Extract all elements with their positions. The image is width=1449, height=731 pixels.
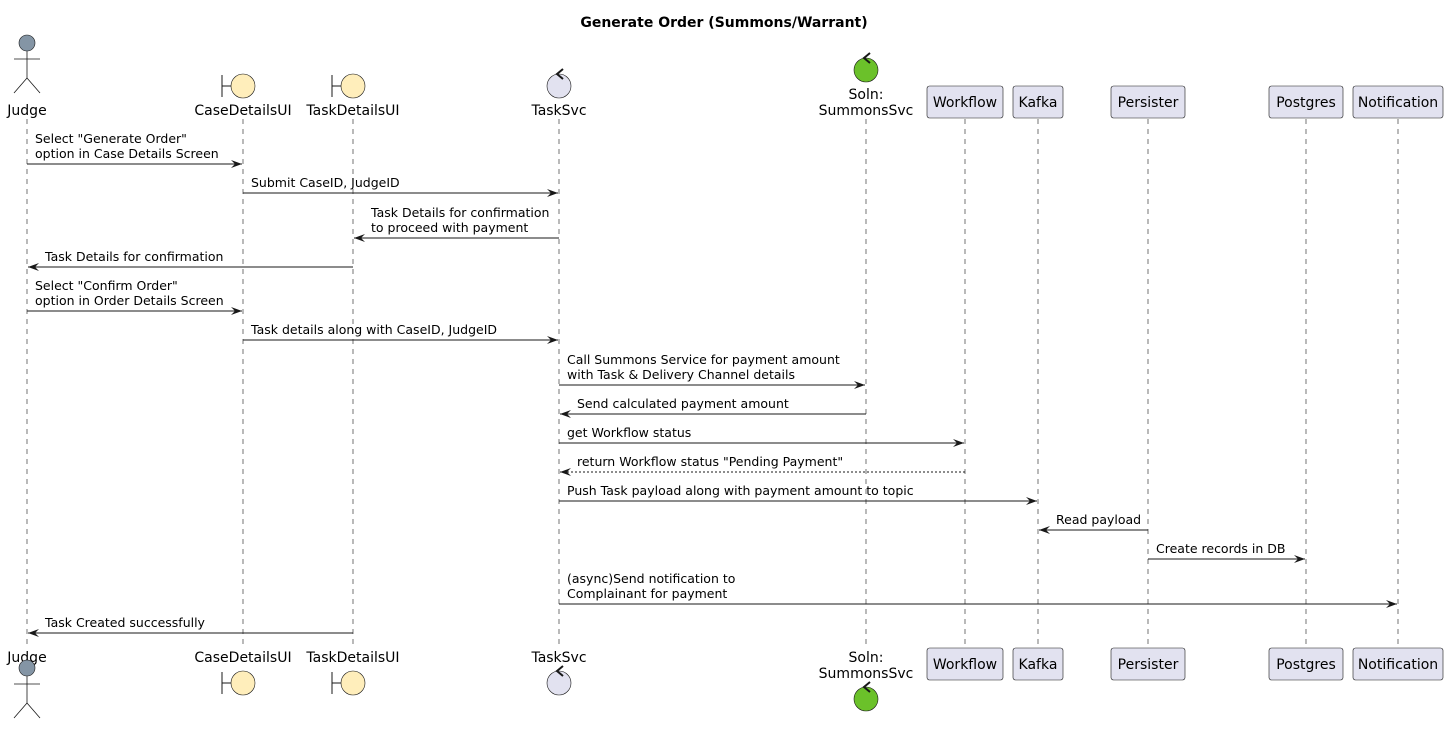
top-kafka-label: Kafka xyxy=(1019,95,1058,111)
diagram-title: Generate Order (Summons/Warrant) xyxy=(580,15,867,31)
bottom-summonssvc-label-1: Soln: xyxy=(849,650,884,666)
message-1: Select "Generate Order"option in Case De… xyxy=(27,131,242,168)
lifelines xyxy=(26,119,1399,648)
arrowhead-icon xyxy=(28,263,39,271)
bottom-casedetailsui-boundary-icon xyxy=(221,670,256,696)
message-label: option in Order Details Screen xyxy=(35,293,224,308)
arrowhead-icon xyxy=(1026,497,1037,505)
bottom-kafka-label: Kafka xyxy=(1019,657,1058,673)
top-postgres-box xyxy=(1268,85,1344,119)
bottom-notification-box xyxy=(1352,647,1444,681)
arrowhead-icon xyxy=(1386,600,1397,608)
message-15: Task Created successfully xyxy=(28,615,353,637)
arrowhead-icon xyxy=(231,160,242,168)
bottom-notification-label: Notification xyxy=(1358,657,1438,673)
message-label: (async)Send notification to xyxy=(567,571,735,586)
message-label: Read payload xyxy=(1056,512,1141,527)
message-label: Select "Confirm Order" xyxy=(35,278,178,293)
top-casedetailsui-boundary-icon xyxy=(221,73,256,99)
messages: Select "Generate Order"option in Case De… xyxy=(27,131,1397,637)
message-8: Send calculated payment amount xyxy=(560,396,866,418)
arrowhead-icon xyxy=(1039,526,1050,534)
bottom-judge-label: Judge xyxy=(6,650,46,666)
top-casedetailsui-label: CaseDetailsUI xyxy=(194,103,291,119)
bottom-tasksvc-control-icon xyxy=(546,665,572,696)
bottom-taskdetailsui-label: TaskDetailsUI xyxy=(305,650,399,666)
top-summonssvc-label-1: Soln: xyxy=(849,87,884,103)
message-4: Task Details for confirmation xyxy=(28,249,353,271)
message-label: Call Summons Service for payment amount xyxy=(567,352,840,367)
message-13: Create records in DB xyxy=(1148,541,1305,563)
bottom-judge-actor-icon xyxy=(13,659,41,719)
bottom-workflow-label: Workflow xyxy=(933,657,997,673)
message-label: to proceed with payment xyxy=(371,220,528,235)
message-5: Select "Confirm Order"option in Order De… xyxy=(27,278,242,315)
message-label: Task details along with CaseID, JudgeID xyxy=(250,322,497,337)
message-14: (async)Send notification to Complainant … xyxy=(559,571,1397,608)
message-10: return Workflow status "Pending Payment" xyxy=(560,454,965,476)
message-label: with Task & Delivery Channel details xyxy=(567,367,795,382)
message-label: option in Case Details Screen xyxy=(35,146,219,161)
message-6: Task details along with CaseID, JudgeID xyxy=(243,322,558,344)
message-3: Task Details for confirmation to proceed… xyxy=(354,205,559,242)
message-label: Send calculated payment amount xyxy=(577,396,789,411)
message-label: Task Created successfully xyxy=(44,615,206,630)
message-11: Push Task payload along with payment amo… xyxy=(559,483,1037,505)
arrowhead-icon xyxy=(354,234,365,242)
top-notification-label: Notification xyxy=(1358,95,1438,111)
message-12: Read payload xyxy=(1039,512,1148,534)
top-persister-box xyxy=(1110,85,1186,119)
arrowhead-icon xyxy=(231,307,242,315)
top-taskdetailsui-label: TaskDetailsUI xyxy=(305,103,399,119)
bottom-summonssvc-label-2: SummonsSvc xyxy=(819,666,914,682)
arrowhead-icon xyxy=(560,410,571,418)
bottom-casedetailsui-label: CaseDetailsUI xyxy=(194,650,291,666)
message-label: Task Details for confirmation xyxy=(44,249,223,264)
arrowhead-icon xyxy=(854,381,865,389)
arrowhead-icon xyxy=(1294,555,1305,563)
top-summonssvc-control-icon xyxy=(853,52,879,83)
bottom-postgres-box xyxy=(1268,647,1344,681)
arrowhead-icon xyxy=(547,189,558,197)
message-label: Select "Generate Order" xyxy=(35,131,187,146)
message-9: get Workflow status xyxy=(559,425,964,447)
message-7: Call Summons Service for payment amount … xyxy=(559,352,865,389)
bottom-postgres-label: Postgres xyxy=(1276,657,1336,673)
message-2: Submit CaseID, JudgeID xyxy=(243,175,558,197)
bottom-kafka-box xyxy=(1012,647,1064,681)
top-tasksvc-label: TaskSvc xyxy=(530,103,586,119)
top-notification-box xyxy=(1352,85,1444,119)
top-kafka-box xyxy=(1012,85,1064,119)
top-summonssvc-label-2: SummonsSvc xyxy=(819,103,914,119)
bottom-tasksvc-label: TaskSvc xyxy=(530,650,586,666)
arrowhead-icon xyxy=(560,468,571,476)
participants-top: Judge CaseDetailsUI TaskDetailsUI TaskSvc So… xyxy=(6,34,1444,119)
top-workflow-box xyxy=(926,85,1004,119)
top-tasksvc-control-icon xyxy=(546,68,572,99)
top-workflow-label: Workflow xyxy=(933,95,997,111)
message-label: Create records in DB xyxy=(1156,541,1286,556)
top-judge-actor-icon xyxy=(13,34,41,94)
message-label: get Workflow status xyxy=(567,425,691,440)
arrowhead-icon xyxy=(28,629,39,637)
bottom-persister-box xyxy=(1110,647,1186,681)
message-label: Push Task payload along with payment amo… xyxy=(567,483,914,498)
message-label: Complainant for payment xyxy=(567,586,727,601)
bottom-summonssvc-control-icon xyxy=(853,681,879,712)
top-persister-label: Persister xyxy=(1118,95,1179,111)
bottom-workflow-box xyxy=(926,647,1004,681)
participants-bottom: Judge CaseDetailsUI TaskDetailsUI TaskSvc So… xyxy=(6,647,1444,719)
top-judge-label: Judge xyxy=(6,103,46,119)
top-taskdetailsui-boundary-icon xyxy=(331,73,366,99)
arrowhead-icon xyxy=(953,439,964,447)
arrowhead-icon xyxy=(547,336,558,344)
message-label: Submit CaseID, JudgeID xyxy=(251,175,400,190)
message-label: Task Details for confirmation xyxy=(370,205,549,220)
bottom-taskdetailsui-boundary-icon xyxy=(331,670,366,696)
message-label: return Workflow status "Pending Payment" xyxy=(577,454,843,469)
bottom-persister-label: Persister xyxy=(1118,657,1179,673)
top-postgres-label: Postgres xyxy=(1276,95,1336,111)
